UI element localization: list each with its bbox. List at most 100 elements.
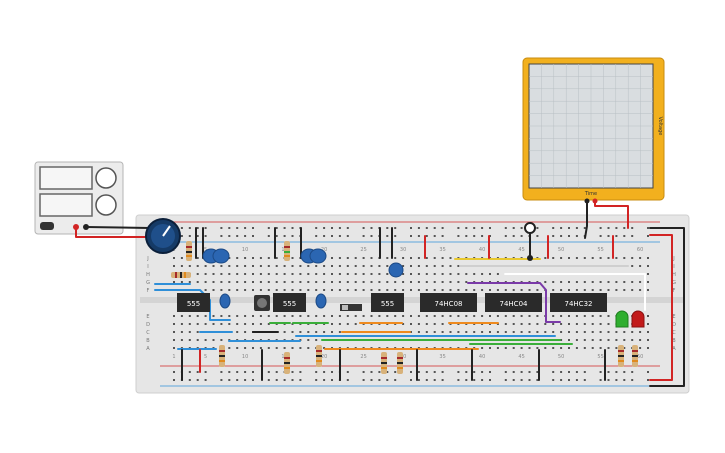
breadboard-hole — [433, 289, 436, 291]
wire-rail-right-black[interactable] — [649, 227, 685, 387]
ic-555-2[interactable]: 555 — [273, 293, 306, 312]
breadboard-hole — [583, 347, 586, 349]
breadboard-hole — [504, 347, 507, 349]
breadboard-hole — [402, 257, 405, 259]
oscilloscope[interactable]: Time Voltage — [522, 57, 665, 204]
breadboard-hole — [417, 265, 420, 267]
psu-switch[interactable] — [40, 222, 54, 230]
breadboard-hole — [275, 257, 278, 259]
capacitor-2[interactable] — [212, 248, 230, 264]
resistor-9[interactable] — [618, 345, 624, 367]
breadboard-hole — [188, 331, 191, 333]
resistors[interactable] — [171, 241, 638, 374]
resistor-5[interactable] — [284, 352, 290, 374]
wire-scope-black[interactable] — [584, 200, 588, 239]
breadboard-hole — [394, 289, 397, 291]
resistor-4[interactable] — [219, 345, 225, 367]
column-number: 20 — [321, 247, 327, 253]
capacitor-4[interactable] — [309, 248, 327, 264]
rail-hole — [370, 227, 373, 229]
vertical-jumpers[interactable] — [181, 227, 614, 381]
breadboard-hole — [228, 273, 231, 275]
breadboard-hole — [188, 315, 191, 317]
ic-74hc04[interactable]: 74HC04 — [485, 293, 542, 312]
psu-voltage-knob[interactable] — [95, 167, 117, 189]
ic-555-1[interactable]: 555 — [177, 293, 210, 312]
pushbutton[interactable] — [254, 295, 270, 311]
wires[interactable] — [75, 200, 685, 387]
breadboard-hole — [433, 315, 436, 317]
breadboard-hole — [338, 315, 341, 317]
breadboard-hole — [307, 331, 310, 333]
breadboard-hole — [465, 281, 468, 283]
resistor-6[interactable] — [316, 345, 322, 367]
wire-purple[interactable] — [467, 282, 561, 323]
breadboard-hole — [489, 331, 491, 333]
slide-switch[interactable] — [340, 304, 362, 311]
breadboard-hole — [299, 273, 302, 275]
resistor-10[interactable] — [632, 345, 638, 367]
column-number: 25 — [360, 354, 366, 360]
breadboard-hole — [173, 315, 175, 317]
wire-white-right[interactable] — [504, 273, 646, 311]
breadboard-hole — [520, 289, 523, 291]
potentiometer[interactable] — [145, 218, 181, 254]
row-letter: C — [672, 330, 676, 336]
resistor-2[interactable] — [171, 272, 191, 278]
breadboard-hole — [489, 273, 491, 275]
breadboard-hole — [441, 315, 444, 317]
resistor-1[interactable] — [186, 241, 192, 261]
breadboard-hole — [180, 281, 183, 283]
breadboard-hole — [307, 281, 310, 283]
breadboard-hole — [283, 331, 286, 333]
breadboard-hole — [323, 315, 326, 317]
breadboard-hole — [173, 265, 175, 267]
ic-74hc32[interactable]: 74HC32 — [550, 293, 607, 312]
row-letter: D — [672, 322, 676, 328]
breadboard-hole — [489, 315, 491, 317]
breadboard-hole — [259, 265, 262, 267]
psu-current-knob[interactable] — [95, 194, 117, 216]
capacitor-6[interactable] — [219, 293, 231, 309]
resistor-3[interactable] — [284, 241, 290, 261]
capacitor-5[interactable] — [388, 262, 404, 278]
breadboard-hole — [204, 323, 207, 325]
breadboard-hole — [528, 289, 531, 291]
capacitor-7[interactable] — [315, 293, 327, 309]
column-number: 45 — [518, 247, 524, 253]
ic-chips[interactable]: 555 555 555 74HC08 74HC04 74HC32 — [177, 293, 607, 312]
led-green[interactable] — [615, 310, 629, 328]
breadboard-hole — [323, 289, 326, 291]
rail-hole — [465, 235, 468, 237]
wire-scope-red[interactable] — [594, 200, 629, 229]
rail-hole — [607, 379, 610, 381]
row-letter: G — [672, 280, 676, 286]
wire-psu-negative[interactable] — [85, 226, 151, 229]
scope-probe-point[interactable] — [524, 222, 536, 261]
breadboard-hole — [244, 347, 247, 349]
led-red[interactable] — [631, 310, 645, 328]
capacitors[interactable] — [202, 248, 404, 309]
ic-555-3[interactable]: 555 — [371, 293, 404, 312]
wire-psu-positive[interactable] — [75, 226, 151, 238]
rail-hole — [489, 227, 491, 229]
breadboard-center-channel — [140, 297, 685, 303]
rail-hole — [204, 379, 207, 381]
breadboard-hole — [552, 323, 555, 325]
breadboard-hole — [394, 315, 397, 317]
breadboard-hole — [583, 323, 586, 325]
resistor-8[interactable] — [397, 352, 403, 374]
breadboard-hole — [417, 323, 420, 325]
breadboard-hole — [267, 281, 270, 283]
breadboard-hole — [402, 281, 405, 283]
breadboard-hole — [275, 315, 278, 317]
power-supply[interactable] — [34, 161, 124, 235]
breadboard-hole — [323, 347, 326, 349]
breadboard-hole — [473, 331, 476, 333]
ic-74hc08[interactable]: 74HC08 — [420, 293, 477, 312]
breadboard-hole — [425, 315, 428, 317]
rail-hole — [275, 371, 278, 373]
resistor-7[interactable] — [381, 352, 387, 374]
wire-rail-right-red[interactable] — [649, 234, 673, 381]
